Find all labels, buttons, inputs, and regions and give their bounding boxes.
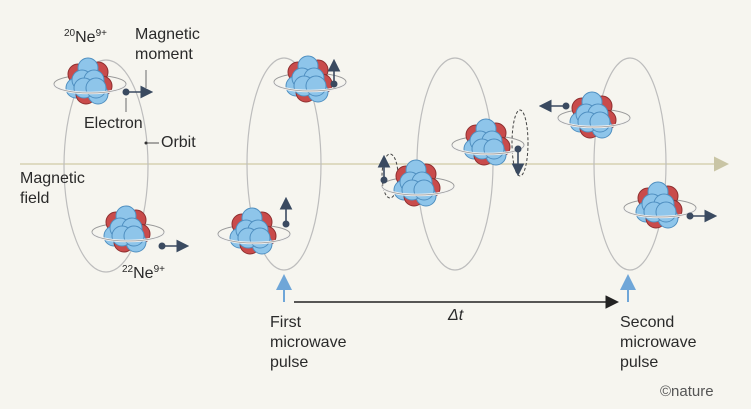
- delta-t-label: Δt: [448, 307, 464, 324]
- neutron: [123, 225, 145, 247]
- electron-ring-outline: [53, 83, 127, 94]
- neutron: [249, 227, 271, 249]
- label-line: Magnetic: [135, 26, 200, 43]
- charge: 9+: [153, 264, 165, 275]
- label-line: pulse: [270, 354, 309, 371]
- label-line: pulse: [620, 354, 659, 371]
- neon-nucleus: [450, 118, 526, 177]
- first-pulse-label: First microwave pulse: [270, 313, 346, 373]
- label-line: field: [20, 190, 50, 207]
- electron-label: Electron: [84, 115, 143, 132]
- electron: [686, 212, 694, 220]
- orbit-ellipse: [63, 59, 149, 273]
- label-line: moment: [135, 46, 193, 63]
- magnetic-field-label: Magnetic field: [20, 169, 85, 209]
- neutron: [655, 201, 677, 223]
- ne20-label: 20Ne9+: [64, 24, 107, 48]
- label-line: First: [270, 314, 302, 331]
- neutron: [589, 111, 611, 133]
- neon-nucleus: [90, 205, 190, 253]
- element-symbol: Ne: [75, 29, 96, 46]
- second-pulse-label: Second microwave pulse: [620, 313, 696, 373]
- element-symbol: Ne: [133, 265, 154, 282]
- precession-path: [511, 109, 529, 177]
- mass-number: 22: [122, 264, 134, 275]
- neon-nucleus: [377, 154, 456, 207]
- electron-ring-outline: [217, 233, 291, 244]
- label-line: microwave: [620, 334, 697, 351]
- label-line: Magnetic: [20, 170, 85, 187]
- neon-nucleus: [216, 196, 293, 255]
- electron-ring-outline: [381, 185, 455, 196]
- electron-ring-outline: [623, 207, 697, 218]
- electron: [122, 88, 130, 96]
- nature-credit: ©nature: [660, 383, 714, 400]
- neutron: [483, 138, 505, 160]
- orbit-ellipse: [593, 57, 667, 271]
- charge: 9+: [95, 28, 107, 39]
- magnetic-moment-label: Magnetic moment: [135, 25, 200, 65]
- neon-nucleus: [538, 91, 632, 139]
- ne22-label: 22Ne9+: [122, 260, 165, 284]
- neutron: [85, 77, 107, 99]
- orbit-label: Orbit: [161, 134, 196, 151]
- orbit-ellipse: [246, 57, 322, 271]
- orbit-pointer-dot: [144, 141, 148, 145]
- neutron: [305, 75, 327, 97]
- label-line: microwave: [270, 334, 347, 351]
- electron-ring-outline: [273, 81, 347, 92]
- neon-nucleus: [622, 181, 718, 229]
- electron-ring-outline: [557, 117, 631, 128]
- mass-number: 20: [64, 28, 76, 39]
- electron: [380, 176, 388, 184]
- electron: [158, 242, 166, 250]
- electron: [330, 80, 338, 88]
- neon-nucleus: [272, 55, 348, 103]
- electron: [514, 145, 522, 153]
- electron: [562, 102, 570, 110]
- label-line: Second: [620, 314, 675, 331]
- electron: [282, 220, 290, 228]
- electron-ring-outline: [91, 231, 165, 242]
- neon-nucleus: [52, 57, 154, 105]
- neutron: [413, 179, 435, 201]
